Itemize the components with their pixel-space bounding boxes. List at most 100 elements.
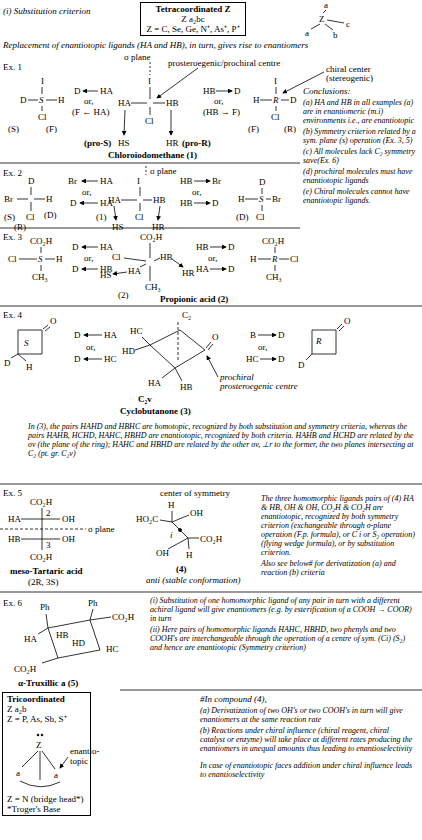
chem-label: Br [212, 176, 221, 186]
chem-label: Ph [88, 598, 98, 608]
chem-label: (2) [118, 290, 129, 300]
chem-label: (ii) Here pairs of homomorphic ligands H… [150, 625, 418, 652]
chem-label: HS [100, 270, 112, 280]
chem-label: R [272, 254, 278, 264]
chem-label: Cl [290, 254, 299, 264]
chem-label: HA [104, 330, 117, 340]
chem-label: (i) Substitution criterion [3, 6, 91, 16]
chem-label: OH [156, 548, 169, 558]
chem-label: CO₂H [14, 664, 36, 674]
chem-label: HR [152, 222, 165, 232]
chem-label: HR [166, 138, 179, 148]
chem-label: Cl [26, 212, 35, 222]
chem-label: (b) Symmetry criterion related by a sym.… [303, 127, 417, 145]
chem-label: HS [112, 222, 124, 232]
box-text: Z a₂b [7, 704, 86, 714]
chem-label: CO₂H [30, 497, 52, 507]
chem-label: H [58, 95, 65, 105]
chem-label: anti (stable conformation) [146, 575, 241, 585]
chem-label: (F ← HA) [72, 107, 110, 117]
chem-label: (a) HA and HB in all examples (a) are in… [303, 98, 417, 125]
chem-label: D [4, 358, 11, 368]
chem-label: meso-Tartaric acid [10, 566, 82, 576]
chem-label: HC [104, 354, 117, 364]
chem-label: topic [70, 756, 88, 766]
chem-label: I [274, 76, 277, 86]
chem-label: S [38, 254, 43, 264]
chem-label: CO₂H [30, 552, 52, 562]
chem-label: CO₂H [112, 612, 134, 622]
chem-label: (S) [8, 124, 19, 134]
chem-label: D [20, 95, 27, 105]
chem-label: HB [160, 252, 173, 262]
chem-label: D [298, 360, 305, 370]
chem-label: H [238, 194, 245, 204]
chem-label: Br [68, 176, 77, 186]
chem-label: HA [148, 378, 161, 388]
chem-label: OH [62, 534, 75, 544]
chem-label: Cl [135, 212, 144, 222]
chem-label: H [56, 254, 63, 264]
chem-label: O [212, 332, 219, 342]
chem-label: or, [192, 187, 201, 197]
chem-label: (F) [46, 124, 57, 134]
chem-label: a [324, 0, 328, 10]
chem-label: HB [166, 98, 179, 108]
chem-label: Chloroiodomethane (1) [108, 150, 197, 160]
chem-label: C₂ [182, 310, 191, 320]
chem-label: D [278, 354, 285, 364]
chem-label: (R) [284, 124, 296, 134]
chem-label: 2 [46, 508, 51, 518]
chem-label: O [344, 316, 351, 326]
chem-label: HB [153, 195, 166, 205]
chem-label: D [212, 198, 219, 208]
chem-label: (D) [44, 210, 57, 220]
chem-label: D [228, 264, 235, 274]
chem-label: HA [118, 98, 131, 108]
chem-label: a [54, 770, 58, 780]
chem-label: (d) prochiral molecules must have enanti… [303, 167, 417, 185]
chem-label: (b) Reactions under chiral influence (ch… [200, 726, 415, 753]
chem-label: H [186, 550, 193, 560]
chem-label: σ plane [88, 524, 115, 534]
chem-label: Propionic acid (2) [160, 294, 228, 304]
chem-label: D [74, 86, 81, 96]
chem-label: α-Truxillic a (5) [18, 678, 78, 688]
chem-label: (S) [4, 212, 15, 222]
chem-label: (a) Derivatization of two OH's or two CO… [200, 706, 415, 724]
chem-label: Ex. 5 [3, 488, 22, 498]
chem-label: (2R, 3S) [28, 577, 59, 587]
box-text: Z = P, As, Sb, S⁺ [7, 714, 86, 724]
chem-label: (HB → F) [203, 107, 240, 117]
chem-label: HA [128, 266, 141, 276]
chem-label: Ex. 4 [3, 310, 22, 320]
chem-label: CH₃ [266, 272, 282, 282]
box-text: Z = N (bridge head*) [7, 794, 86, 804]
box-text: Z a₂bc [145, 14, 241, 24]
box-text: *Troger's Base [7, 804, 86, 814]
chem-label: (stereogenic) [326, 73, 373, 83]
chem-label: or, [84, 96, 93, 106]
chem-label: HB [203, 86, 216, 96]
chem-label: (R) [14, 222, 26, 232]
chem-label: HA [108, 195, 121, 205]
chem-label: Cl [145, 116, 154, 126]
chem-label: Cyclobutanone (3) [120, 406, 191, 416]
chem-label: HC [130, 326, 143, 336]
chem-label: a [16, 768, 20, 778]
chem-label: In (3), the pairs HAHD and HBHC are homo… [28, 422, 416, 458]
chem-label: D [74, 330, 81, 340]
box-text: Z = C, Se, Ge, N⁺, As⁺, P⁺ [145, 24, 241, 34]
chem-label: i [170, 530, 173, 540]
chem-label: Z [36, 740, 42, 750]
chem-label: I [137, 176, 140, 186]
chem-label: Br [4, 194, 13, 204]
chem-label: Ex. 1 [3, 62, 22, 72]
chem-label: Cl [256, 212, 265, 222]
chem-label: I [41, 76, 44, 86]
chem-label: CO₂H [262, 236, 284, 246]
chem-label: HB [180, 176, 193, 186]
chem-label: H [26, 362, 33, 372]
box-text: Tetracoordinated Z [145, 4, 241, 14]
